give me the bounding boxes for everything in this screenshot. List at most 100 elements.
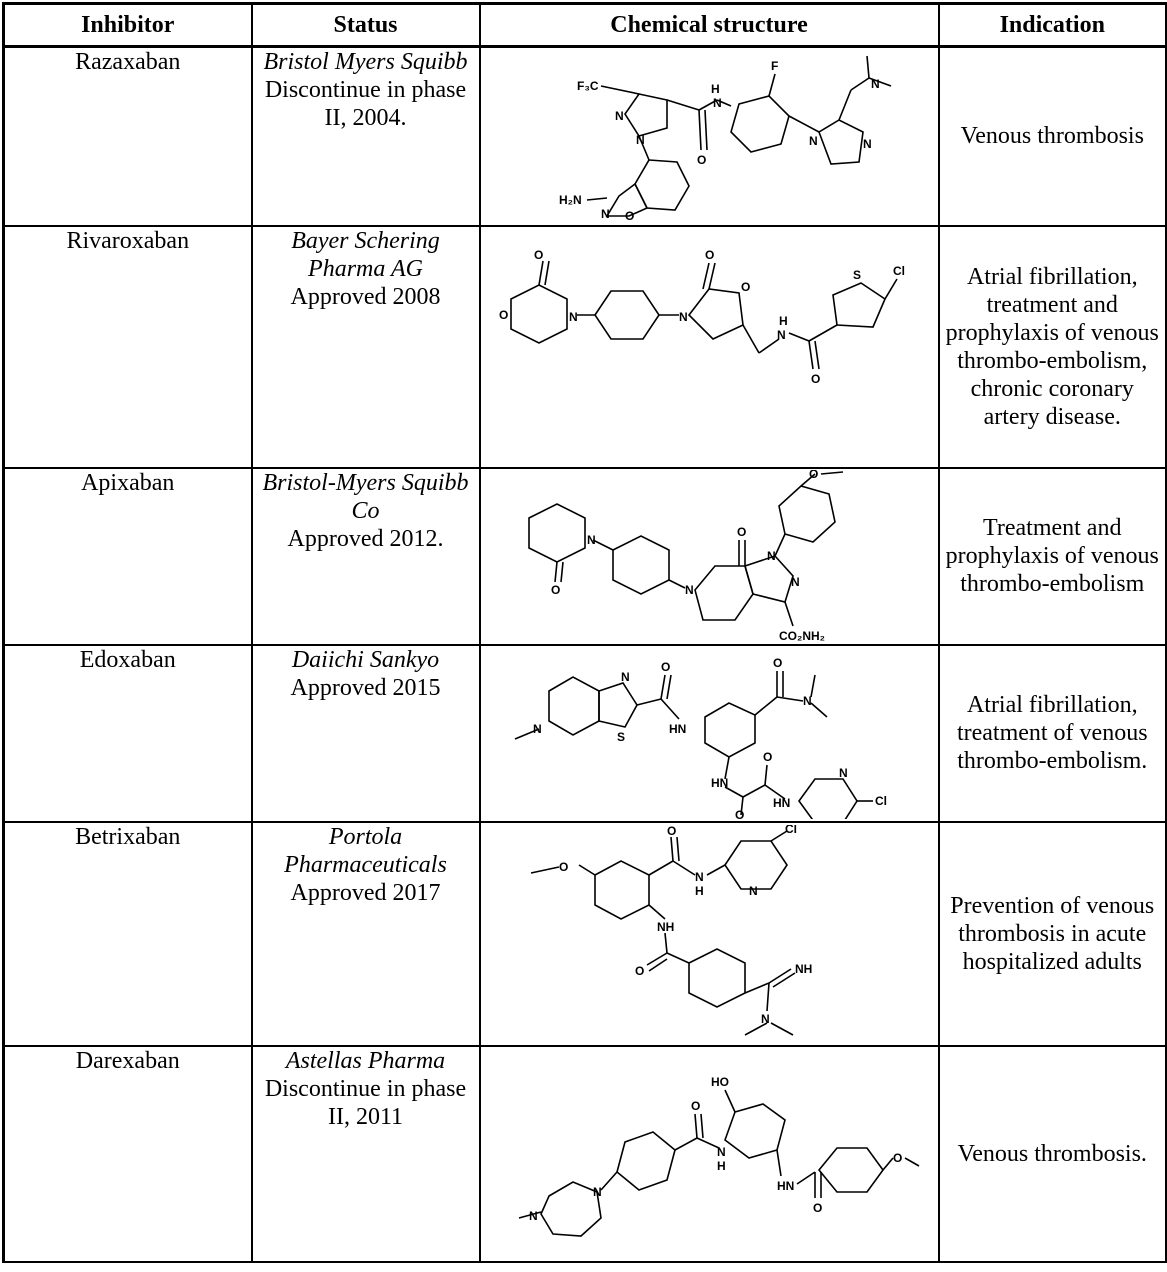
razaxaban-structure: F₃C N N H N O F N N N H₂N N O (559, 56, 892, 222)
inhibitor-name: Darexaban (2, 1044, 253, 1263)
company-name: Bristol-Myers Squibb Co (262, 469, 469, 524)
atom-label: O (893, 1151, 902, 1165)
header-chemical-structure: Chemical structure (478, 2, 940, 48)
table-row: Betrixaban Portola Pharmaceuticals Appro… (2, 820, 1167, 1047)
darexaban-structure: HO O N H N N HN O O (518, 1075, 920, 1237)
header-row: Inhibitor Status Chemical structure Indi… (2, 2, 1167, 48)
apixaban-structure: N O N O N N O CO₂NH₂ (528, 470, 844, 642)
indication-cell: Venous thrombosis (937, 45, 1167, 227)
atom-label: CO₂NH₂ (779, 629, 825, 642)
atom-label: H (711, 82, 720, 96)
atom-label: N (761, 1012, 770, 1026)
status-cell: Bristol Myers Squibb Discontinue in phas… (250, 45, 481, 227)
status-note: Approved 2008 (290, 283, 441, 310)
indication-cell: Atrial fibrillation, treatment of venous… (937, 643, 1167, 823)
atom-label: N (695, 870, 704, 884)
chemical-structure-cell: F₃C N N H N O F N N N H₂N N O (478, 45, 940, 227)
atom-label: O (813, 1201, 822, 1215)
atom-label: N (777, 328, 786, 342)
inhibitor-name: Apixaban (2, 466, 253, 646)
atom-label: F (771, 59, 778, 73)
status-cell: Bayer Schering Pharma AG Approved 2008 (250, 224, 481, 469)
inhibitor-name: Razaxaban (2, 45, 253, 227)
atom-label: HN (669, 722, 686, 736)
atom-label: N (871, 77, 880, 91)
company-name: Bristol Myers Squibb (263, 49, 468, 75)
atom-label: O (667, 825, 676, 838)
atom-label: Cl (893, 264, 905, 278)
atom-label: N (679, 310, 688, 324)
indication-cell: Prevention of venous thrombosis in acute… (937, 820, 1167, 1047)
status-cell: Daiichi Sankyo Approved 2015 (250, 643, 481, 823)
indication-cell: Atrial fibrillation, treatment and proph… (937, 224, 1167, 469)
inhibitor-name: Betrixaban (2, 820, 253, 1047)
inhibitor-name: Edoxaban (2, 643, 253, 823)
header-status: Status (250, 2, 481, 48)
status-cell: Portola Pharmaceuticals Approved 2017 (250, 820, 481, 1047)
rivaroxaban-structure: O O N N O O H N O S Cl (499, 248, 905, 386)
atom-label: N (593, 1185, 602, 1199)
atom-label: N (533, 722, 542, 736)
table-row: Rivaroxaban Bayer Schering Pharma AG App… (2, 224, 1167, 469)
atom-label: Cl (785, 825, 797, 836)
company-name: Portola Pharmaceuticals (284, 823, 447, 878)
atom-label: N (601, 207, 610, 221)
atom-label: N (636, 133, 645, 147)
table-row: Edoxaban Daiichi Sankyo Approved 2015 (2, 643, 1167, 823)
chemical-structure-cell: O O N H N Cl NH O NH N (478, 820, 940, 1047)
atom-label: O (773, 656, 782, 670)
atom-label: O (737, 525, 746, 539)
atom-label: N (809, 134, 818, 148)
atom-label: N (863, 137, 872, 151)
atom-label: N (569, 310, 578, 324)
status-note: Approved 2012. (287, 525, 444, 552)
header-indication: Indication (937, 2, 1167, 48)
atom-label: HO (711, 1075, 729, 1089)
atom-label: N (767, 549, 776, 563)
atom-label: N (529, 1209, 538, 1223)
atom-label: O (705, 248, 714, 262)
atom-label: O (691, 1099, 700, 1113)
atom-label: N (587, 533, 596, 547)
table-row: Apixaban Bristol-Myers Squibb Co Approve… (2, 466, 1167, 646)
status-cell: Astellas Pharma Discontinue in phase II,… (250, 1044, 481, 1263)
status-note: Discontinue in phase II, 2004. (264, 77, 467, 131)
status-note: Approved 2015 (290, 674, 441, 701)
atom-label: H (779, 314, 788, 328)
atom-label: O (625, 209, 634, 222)
status-cell: Bristol-Myers Squibb Co Approved 2012. (250, 466, 481, 646)
atom-label: O (559, 860, 568, 874)
betrixaban-structure: O O N H N Cl NH O NH N (530, 825, 812, 1036)
atom-label: N (749, 884, 758, 898)
atom-label: HN (777, 1179, 794, 1193)
atom-label: NH (795, 962, 812, 976)
atom-label: N (621, 670, 630, 684)
atom-label: N (713, 96, 722, 110)
atom-label: O (763, 750, 772, 764)
status-note: Discontinue in phase II, 2011 (264, 1075, 467, 1130)
atom-label: O (809, 470, 818, 481)
atom-label: O (551, 583, 560, 597)
atom-label: N (685, 583, 694, 597)
edoxaban-structure: N N S O HN O N HN O O HN N Cl (514, 656, 887, 819)
atom-label: N (839, 766, 848, 780)
indication-cell: Venous thrombosis. (937, 1044, 1167, 1263)
atom-label: O (534, 248, 543, 262)
table-row: Razaxaban Bristol Myers Squibb Discontin… (2, 45, 1167, 227)
chemical-structure-cell: O O N N O O H N O S Cl (478, 224, 940, 469)
atom-label: HN (711, 776, 728, 790)
atom-label: N (803, 694, 812, 708)
header-inhibitor: Inhibitor (2, 2, 253, 48)
indication-cell: Treatment and prophylaxis of venous thro… (937, 466, 1167, 646)
chemical-structure-cell: N N S O HN O N HN O O HN N Cl (478, 643, 940, 823)
atom-label: S (853, 268, 861, 282)
company-name: Astellas Pharma (285, 1047, 446, 1074)
atom-label: O (499, 308, 508, 322)
chemical-structure-cell: N O N O N N O CO₂NH₂ (478, 466, 940, 646)
atom-label: NH (657, 920, 674, 934)
status-note: Approved 2017 (290, 879, 441, 906)
atom-label: O (697, 153, 706, 167)
atom-label: O (635, 964, 644, 978)
company-name: Daiichi Sankyo (291, 646, 440, 673)
